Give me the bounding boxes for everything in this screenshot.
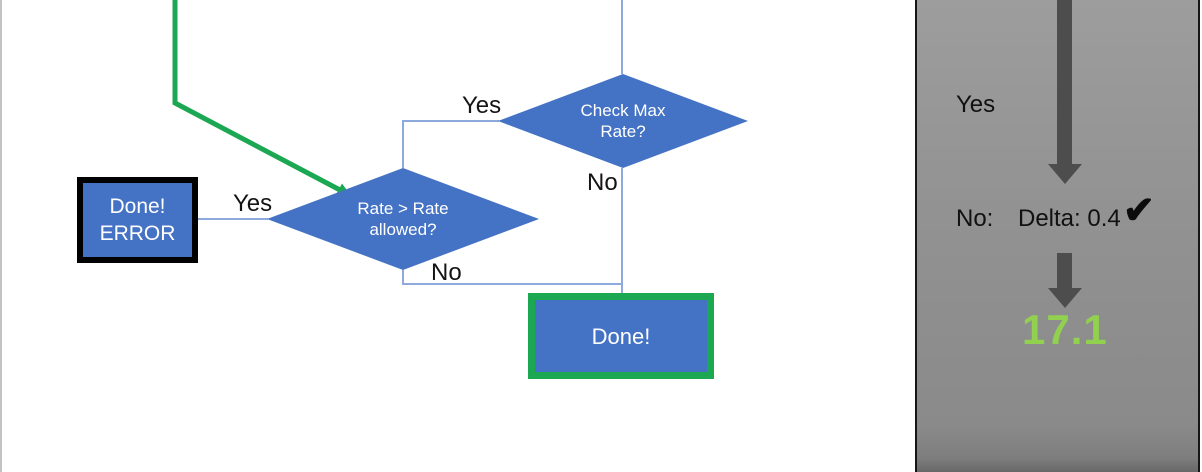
decision-check-max-rate: Check Max Rate? bbox=[498, 74, 748, 168]
decision-check-max-rate-line1: Check Max bbox=[580, 101, 666, 120]
side-panel: Yes No: Delta: 0.4 ✔ 17.1 bbox=[915, 0, 1200, 472]
decision-rate-allowed-line1: Rate > Rate bbox=[357, 199, 449, 218]
label-rate-allowed-no: No bbox=[431, 259, 462, 286]
green-path-line bbox=[172, 0, 342, 193]
panel-delta-value: Delta: 0.4 bbox=[1018, 205, 1121, 232]
down-arrow-icon-bottom bbox=[1048, 288, 1082, 308]
down-arrow-icon-top bbox=[1048, 164, 1082, 184]
connector-check-max-yes-vertical bbox=[402, 120, 404, 168]
down-arrow-shaft-bottom bbox=[1057, 253, 1072, 288]
connector-rate-yes bbox=[198, 218, 268, 220]
down-arrow-shaft-top bbox=[1057, 0, 1072, 164]
connector-check-max-yes-horizontal bbox=[403, 120, 499, 122]
check-icon: ✔ bbox=[1123, 190, 1155, 232]
terminator-done-label: Done! bbox=[591, 323, 651, 349]
connector-rate-no-stub bbox=[402, 270, 404, 285]
label-rate-allowed-yes: Yes bbox=[233, 190, 273, 217]
label-check-max-no: No bbox=[587, 169, 618, 196]
decision-rate-allowed-line2: allowed? bbox=[369, 220, 437, 239]
connector-into-check-max bbox=[621, 0, 623, 74]
panel-result-value: 17.1 bbox=[1022, 306, 1108, 353]
panel-yes-label: Yes bbox=[956, 91, 996, 118]
connector-rate-no-horizontal bbox=[402, 283, 623, 285]
connector-check-max-no bbox=[621, 168, 623, 293]
decision-check-max-rate-line2: Rate? bbox=[600, 122, 646, 141]
terminator-done-error-line1: Done! bbox=[109, 195, 166, 218]
terminator-done-error: Done! ERROR bbox=[77, 177, 198, 263]
panel-no-label: No: bbox=[956, 205, 994, 232]
label-check-max-yes: Yes bbox=[462, 92, 502, 119]
terminator-done-error-line2: ERROR bbox=[99, 222, 176, 245]
terminator-done: Done! bbox=[528, 293, 714, 379]
slide-edge-line bbox=[0, 0, 2, 472]
